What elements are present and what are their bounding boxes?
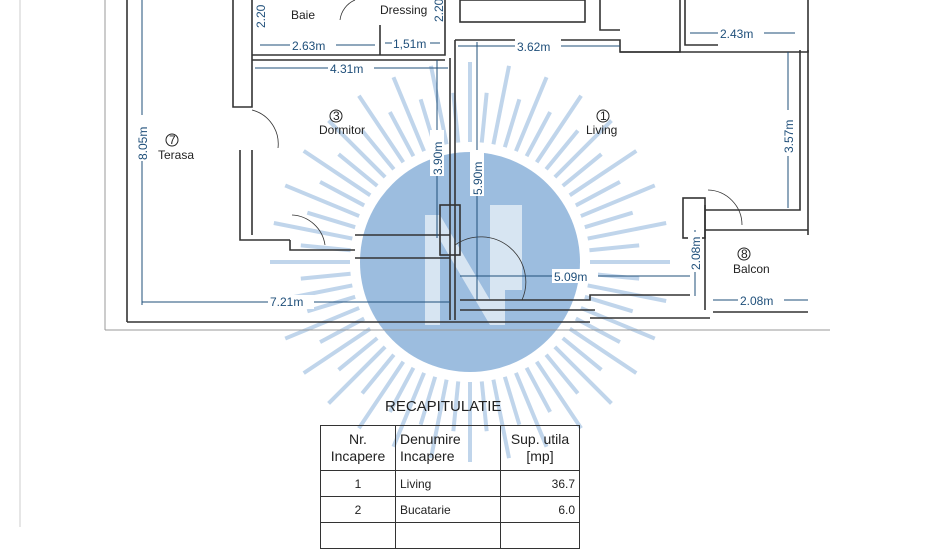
svg-text:1,51m: 1,51m [393,37,426,51]
cell-name: Bucatarie [395,496,501,523]
table-row: 1 Living 36.7 [320,470,580,497]
svg-text:3.62m: 3.62m [517,40,550,54]
svg-text:Dormitor: Dormitor [319,123,365,137]
watermark-ray [327,345,387,405]
watermark-ray [561,336,603,372]
watermark-ray [357,360,405,430]
svg-text:Balcon: Balcon [733,262,770,276]
watermark-ray [284,306,360,341]
cell-area: 36.7 [500,470,580,497]
svg-text:5.09m: 5.09m [554,270,587,284]
svg-text:Terasa: Terasa [158,148,194,162]
summary-table: Nr. Incapere Denumire Incapere Sup. util… [320,425,580,549]
svg-text:Baie: Baie [291,8,315,22]
header-name: Denumire Incapere [395,425,501,471]
watermark-ray [418,376,438,426]
cell-nr: 1 [320,470,396,497]
watermark-circle [360,152,580,372]
svg-text:4.31m: 4.31m [330,62,363,76]
watermark-logo [270,62,670,462]
header-area: Sup. utila [mp] [500,425,580,471]
dimension-labels: 2.20 2.20 2.63m 1,51m 4.31m 3.90m 3.62m … [135,0,796,309]
svg-text:2.08m: 2.08m [740,294,773,308]
watermark-ray [544,353,580,395]
watermark-ray [535,94,583,164]
svg-text:Dressing: Dressing [380,3,427,17]
table-header-row: Nr. Incapere Denumire Incapere Sup. util… [320,425,580,471]
watermark-ray [327,119,387,179]
svg-text:2.43m: 2.43m [720,27,753,41]
watermark-ray [568,149,638,197]
watermark-ray [479,381,489,432]
svg-text:5.90m: 5.90m [471,162,485,195]
svg-text:8: 8 [741,247,748,261]
watermark-ray [580,183,656,218]
svg-text:7.21m: 7.21m [270,295,303,309]
cell-nr: 2 [320,496,396,523]
svg-text:3: 3 [333,109,340,123]
watermark-ray [300,271,351,281]
watermark-ray [337,152,379,188]
svg-text:2.20: 2.20 [432,0,446,22]
walls [126,0,809,323]
watermark-ray [302,149,372,197]
watermark-ray [479,92,489,143]
watermark-ray [535,360,583,430]
summary-title: RECAPITULATIE [385,398,502,415]
watermark-ray [502,98,522,148]
watermark-ray [584,294,634,314]
watermark-ray [360,353,396,395]
watermark-ray [589,243,640,253]
watermark-ray [451,381,461,432]
table-row [320,522,580,549]
watermark-ray [587,221,667,241]
watermark-ray [524,111,552,158]
watermark-ray [337,336,379,372]
floor-plan: 2.20 2.20 2.63m 1,51m 4.31m 3.90m 3.62m … [19,0,830,527]
watermark-ray [544,129,580,171]
watermark-ray [391,76,426,152]
watermark-ray [587,283,667,303]
room-labels: 1 Living 3 Dormitor Baie Dressing 7 Tera… [158,3,770,276]
svg-text:7: 7 [169,133,176,147]
watermark-ray [357,94,405,164]
header-nr: Nr. Incapere [320,425,396,471]
watermark-ray [360,129,396,171]
watermark-ray [524,366,552,413]
svg-text:1: 1 [600,109,607,123]
watermark-ray [568,327,638,375]
svg-text:2.08m: 2.08m [689,237,703,270]
svg-text:3.90m: 3.90m [431,142,445,175]
cell-area: 6.0 [500,496,580,523]
watermark-ray [306,210,356,230]
watermark-ray [584,210,634,230]
svg-text:3.57m: 3.57m [782,120,796,153]
svg-text:Living: Living [586,123,617,137]
table-row: 2 Bucatarie 6.0 [320,496,580,523]
watermark-ray [514,76,549,152]
watermark-ray [319,180,366,208]
svg-text:8.05m: 8.05m [136,127,150,160]
watermark-ray [388,111,416,158]
watermark-ray [273,221,353,241]
watermark-ray [580,306,656,341]
watermark-ray [284,183,360,218]
watermark-ray [574,180,621,208]
watermark-ray [388,366,416,413]
watermark-ray [306,294,356,314]
watermark-ray [502,376,522,426]
watermark-ray [553,345,613,405]
cell-name: Living [395,470,501,497]
svg-text:2.63m: 2.63m [292,39,325,53]
watermark-ray [553,119,613,179]
watermark-ray [491,65,511,145]
watermark-ray [302,327,372,375]
watermark-ray [561,152,603,188]
svg-text:2.20: 2.20 [254,4,268,28]
